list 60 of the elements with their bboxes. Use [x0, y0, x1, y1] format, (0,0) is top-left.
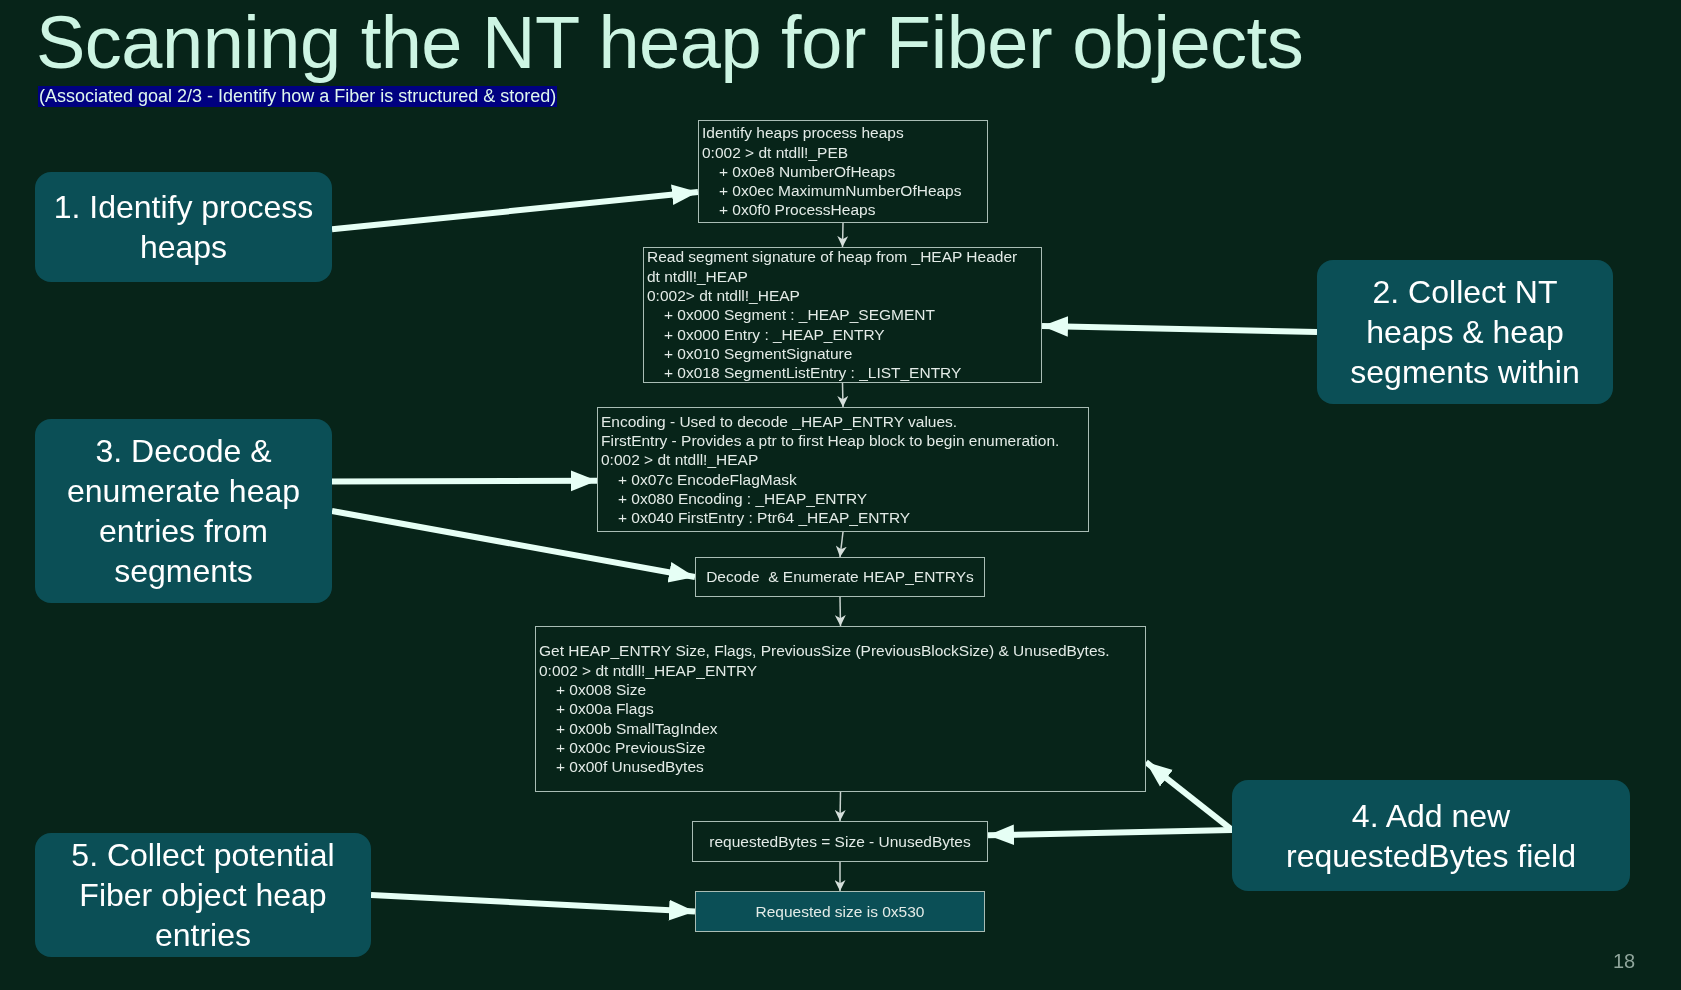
code-line: dt ntdll!_HEAP	[647, 266, 749, 287]
code-line: + 0x000 Segment : _HEAP_SEGMENT	[663, 305, 936, 325]
callout-box	[35, 172, 332, 282]
callout-text: 1. Identify process heaps	[52, 188, 315, 267]
code-line: FirstEntry - Provides a ptr to first Heap block to begin enumeration.	[601, 430, 1061, 451]
callout-text: 5. Collect potential Fiber object heap entries	[70, 836, 336, 955]
callout-text: 2. Collect NT heaps & heap segments within	[1349, 273, 1581, 392]
callout-box	[35, 833, 371, 957]
code-line: + 0x000 Entry : _HEAP_ENTRY	[663, 324, 886, 344]
arrow	[837, 382, 849, 408]
arrow	[834, 791, 846, 822]
process-box	[535, 626, 1146, 792]
code-line: requestedBytes = Size - UnusedBytes	[708, 831, 972, 852]
code-line: Encoding - Used to decode _HEAP_ENTRY values.	[601, 411, 959, 431]
code-line: + 0x080 Encoding : _HEAP_ENTRY	[617, 488, 869, 509]
callout-box	[1232, 780, 1630, 891]
code-line: 0:002 > dt ntdll!_PEB	[702, 142, 850, 162]
callout-text: 3. Decode & enumerate heap entries from segments	[65, 432, 302, 591]
process-box	[692, 821, 988, 862]
result-box	[695, 891, 985, 932]
arrow	[834, 596, 846, 627]
code-line: Decode & Enumerate HEAP_ENTRYs	[705, 567, 975, 587]
code-line: + 0x010 SegmentSignature	[663, 343, 854, 364]
code-line: + 0x07c EncodeFlagMask	[617, 469, 798, 489]
callout-box	[1317, 260, 1613, 404]
code-line: 0:002 > dt ntdll!_HEAP	[601, 450, 760, 470]
arrow	[332, 470, 597, 492]
code-line: Get HEAP_ENTRY Size, Flags, PreviousSize (PreviousBlockSize) & UnusedBytes.	[539, 641, 1111, 661]
callout-box	[35, 419, 332, 603]
arrow	[370, 892, 696, 921]
code-line: + 0x018 SegmentListEntry : _LIST_ENTRY	[663, 363, 963, 383]
arrow	[331, 508, 696, 583]
callout-text: 4. Add new requestedBytes field	[1285, 796, 1577, 876]
code-line: + 0x00a Flags	[555, 699, 655, 719]
arrow	[987, 824, 1233, 846]
process-box	[597, 407, 1089, 532]
code-line: + 0x00b SmallTagIndex	[555, 718, 719, 738]
code-line: Requested size is 0x530	[754, 901, 926, 922]
arrow	[331, 184, 699, 233]
arrow	[837, 222, 849, 248]
code-line: + 0x0e8 NumberOfHeaps	[718, 161, 897, 182]
arrow	[1041, 316, 1318, 337]
subtitle: (Associated goal 2/3 - Identify how a Fiber is structured & stored)	[38, 86, 558, 107]
code-line: Identify heaps process heaps	[702, 123, 905, 143]
code-line: + 0x040 FirstEntry : Ptr64 _HEAP_ENTRY	[617, 508, 912, 528]
arrow	[835, 531, 847, 558]
page-number: 18	[1613, 950, 1636, 973]
code-line: + 0x0f0 ProcessHeaps	[718, 200, 877, 220]
code-line: + 0x00c PreviousSize	[555, 737, 707, 758]
code-line: Read segment signature of heap from _HEAP Header	[647, 247, 1019, 267]
code-line: + 0x00f UnusedBytes	[555, 757, 705, 777]
slide-title: Scanning the NT heap for Fiber objects	[36, 0, 1304, 85]
code-line: + 0x008 Size	[555, 680, 648, 700]
process-box	[698, 120, 988, 223]
process-box	[695, 557, 985, 597]
code-line: 0:002 > dt ntdll!_HEAP_ENTRY	[539, 660, 759, 681]
code-line: 0:002> dt ntdll!_HEAP	[647, 286, 801, 306]
process-box	[643, 247, 1042, 383]
arrow	[834, 861, 846, 892]
code-line: + 0x0ec MaximumNumberOfHeaps	[718, 181, 963, 201]
